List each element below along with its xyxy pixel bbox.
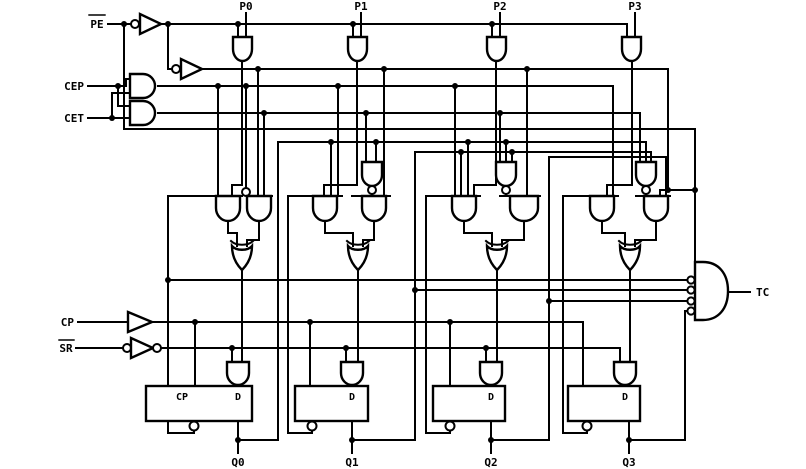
cell3-load-and xyxy=(588,194,616,223)
flip-flop-2 xyxy=(431,384,507,423)
ff0-d-pin-label: D xyxy=(235,392,241,403)
ff2-d-pin-label: D xyxy=(488,392,494,403)
cell0-load-and xyxy=(214,194,242,223)
ff2-qbar-bubble xyxy=(444,420,456,432)
cell1-count-and xyxy=(360,194,388,223)
tc-output-label: TC xyxy=(756,286,769,299)
ff1-d-pin-label: D xyxy=(349,392,355,403)
cell2-count-and xyxy=(508,194,540,223)
ff0-qbar-bubble xyxy=(188,420,200,432)
cell3-count-and xyxy=(642,194,670,223)
flip-flop-1 xyxy=(293,384,370,423)
p1-label: P1 xyxy=(354,0,368,13)
pe-input-label: PE xyxy=(90,18,103,31)
pe-buffer xyxy=(171,57,205,81)
cp-buffer xyxy=(126,310,156,334)
cep-input-label: CEP xyxy=(64,80,84,93)
carry-nand-2 xyxy=(494,160,518,195)
toggle-xor-2 xyxy=(485,242,509,272)
flip-flop-3 xyxy=(566,384,642,423)
ff1-d-and xyxy=(339,360,365,387)
toggle-xor-1 xyxy=(346,242,370,272)
p0-label: P0 xyxy=(239,0,252,13)
ff1-qbar-bubble xyxy=(306,420,318,432)
carry-nand-1 xyxy=(360,160,384,195)
sr-inverter xyxy=(122,336,162,360)
ff3-qbar-bubble xyxy=(581,420,593,432)
pe-inverter xyxy=(130,12,164,36)
q2-label: Q2 xyxy=(484,456,497,469)
toggle-xor-3 xyxy=(618,242,642,272)
toggle-xor-gates xyxy=(229,239,643,272)
cell0-count-and xyxy=(241,187,273,223)
flip-flop-0 xyxy=(144,384,254,423)
cep-cet-and-1 xyxy=(128,72,157,100)
toggle-xor-0 xyxy=(230,242,254,272)
load-and-p1 xyxy=(346,35,369,63)
q3-label: Q3 xyxy=(622,456,635,469)
p2-label: P2 xyxy=(493,0,506,13)
cell2-load-and xyxy=(450,194,478,223)
load-and-p0 xyxy=(231,35,254,63)
ff3-d-pin-label: D xyxy=(622,392,628,403)
q1-label: Q1 xyxy=(345,456,359,469)
cp-input-label: CP xyxy=(61,316,75,329)
cep-cet-and-2 xyxy=(128,99,157,127)
p3-label: P3 xyxy=(628,0,641,13)
ff2-d-and xyxy=(478,360,504,387)
cet-input-label: CET xyxy=(64,112,84,125)
cell1-load-and xyxy=(311,194,339,223)
sr-input-label: SR xyxy=(59,342,73,355)
carry-nand-3 xyxy=(634,160,658,195)
load-and-p2 xyxy=(485,35,508,63)
q0-label: Q0 xyxy=(231,456,244,469)
junction-dots xyxy=(109,21,698,443)
ff0-d-and xyxy=(225,360,251,387)
ff0-cp-pin-label: CP xyxy=(176,392,188,403)
tc-and-gate xyxy=(686,260,730,322)
load-and-p3 xyxy=(620,35,643,63)
ff3-d-and xyxy=(612,360,638,387)
